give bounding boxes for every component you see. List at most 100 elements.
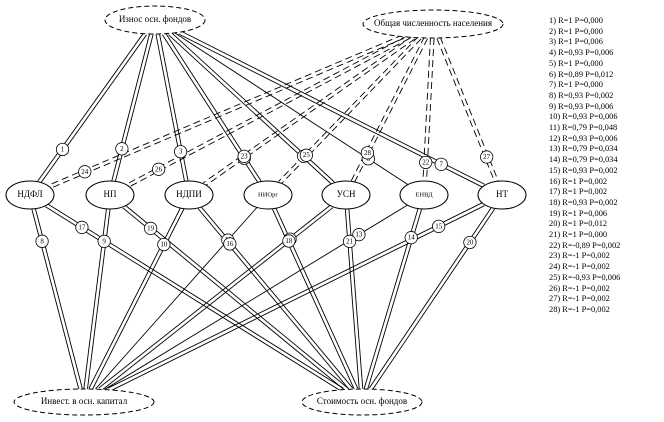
edge-label-number: 20 bbox=[466, 238, 474, 246]
edge-2 bbox=[111, 33, 154, 182]
edge-20-line-a bbox=[368, 206, 493, 389]
edge-label-number: 18 bbox=[285, 237, 293, 245]
edge-label-circle bbox=[342, 234, 357, 248]
edge-label-number: 2 bbox=[120, 145, 124, 153]
edge-label-19: 19 bbox=[144, 221, 158, 235]
edge-label-circle bbox=[152, 162, 166, 176]
edge-16-line-b bbox=[200, 206, 354, 389]
edge-label-number: 14 bbox=[408, 234, 416, 242]
edge-16-line-a bbox=[197, 208, 351, 391]
edge-label-circle bbox=[115, 142, 129, 156]
edge-10-line-a bbox=[88, 207, 181, 389]
edge-27-line-b bbox=[439, 37, 499, 181]
edge-label-7: 7 bbox=[434, 157, 448, 171]
edge-label-number: 16 bbox=[226, 240, 234, 248]
edge-label-number: 15 bbox=[435, 222, 443, 230]
edge-2-line-b bbox=[114, 34, 154, 182]
edge-3 bbox=[155, 33, 189, 182]
edge-label-25: 25 bbox=[299, 148, 313, 162]
edge-label-circle bbox=[237, 149, 251, 163]
edge-label-28: 28 bbox=[360, 146, 375, 160]
edge-22-line-a bbox=[422, 37, 431, 181]
edge-label-circle bbox=[432, 219, 446, 233]
edge-22-line-b bbox=[426, 38, 435, 182]
edge-label-16: 16 bbox=[223, 237, 237, 251]
edge-12-line-b bbox=[100, 207, 334, 392]
edge-27 bbox=[436, 37, 499, 183]
edge-labels-layer: 1234567891011121314151617181920212223242… bbox=[35, 142, 494, 252]
legend-row: 17) R=1 P=0,002 bbox=[549, 187, 608, 197]
edge-24-line-b bbox=[49, 37, 405, 189]
edge-label-15: 15 bbox=[432, 219, 446, 233]
edge-5-line-a bbox=[168, 34, 333, 185]
edge-label-number: 19 bbox=[147, 224, 155, 232]
node-nioprg-label: НИОрг bbox=[258, 191, 278, 198]
edge-1-line-b bbox=[40, 34, 148, 184]
edge-label-number: 17 bbox=[78, 223, 86, 231]
legend-row: 5) R=1 P=0,000 bbox=[549, 58, 603, 68]
edge-label-circle bbox=[144, 221, 158, 235]
edge-label-circle bbox=[419, 155, 433, 170]
edge-19-line-a bbox=[122, 207, 346, 392]
edge-10-line-b bbox=[91, 209, 185, 391]
edge-label-13: 13 bbox=[352, 228, 366, 242]
edge-label-circle bbox=[78, 165, 92, 179]
legend-row: 25) R=-0,93 P=0,006 bbox=[549, 272, 621, 282]
edge-7-line-b bbox=[179, 30, 485, 185]
edge-label-2: 2 bbox=[115, 142, 129, 156]
edge-label-8: 8 bbox=[35, 234, 49, 248]
node-nt: НТ bbox=[477, 180, 527, 210]
legend-row: 27) R=-1 P=0,002 bbox=[549, 294, 610, 304]
node-np: НП bbox=[85, 180, 135, 210]
edge-label-number: 9 bbox=[102, 237, 106, 245]
edge-23-line-b bbox=[205, 38, 416, 187]
edge-label-24: 24 bbox=[78, 165, 92, 179]
edge-17-line-a bbox=[45, 206, 342, 392]
edge-24-line-a bbox=[48, 34, 403, 186]
node-ndpi-label: НДПИ bbox=[176, 189, 202, 199]
legend-row: 18) R=0,93 P=0,002 bbox=[549, 197, 618, 207]
edge-label-number: 23 bbox=[241, 152, 249, 160]
node-iznos: Износ осн. фондов bbox=[104, 5, 206, 35]
legend-row: 15) R=0,93 P=0,002 bbox=[549, 165, 618, 175]
node-naselenie: Общая численность населения bbox=[362, 9, 504, 39]
legend-row: 6) R=0,89 P=0,012 bbox=[549, 69, 614, 79]
edge-19 bbox=[122, 204, 349, 392]
legend-row: 19) R=1 P=0,006 bbox=[549, 208, 608, 218]
legend-row: 13) R=0,79 P=0,034 bbox=[549, 144, 618, 154]
edge-label-number: 25 bbox=[303, 151, 311, 159]
legend-row: 7) R=1 P=0,000 bbox=[549, 80, 603, 90]
edge-24 bbox=[48, 34, 405, 189]
edge-label-circle bbox=[404, 231, 418, 245]
legend-row: 4) R=0,93 P=0,006 bbox=[549, 48, 614, 58]
node-ndfl-label: НДФЛ bbox=[17, 189, 42, 199]
edge-12-line-a bbox=[98, 204, 331, 389]
legend-row: 21) R=1 P=0,000 bbox=[549, 230, 608, 240]
node-usn-label: УСН bbox=[337, 189, 356, 199]
legend-row: 8) R=0,93 P=0,002 bbox=[549, 90, 614, 100]
node-nioprg: НИОрг bbox=[243, 180, 293, 210]
legend-row: 1) R=1 P=0,000 bbox=[549, 16, 603, 25]
edge-label-circle bbox=[223, 237, 237, 251]
legend-row: 20) R=1 P=0,012 bbox=[549, 219, 608, 229]
legend-row: 12) R=0,93 P=0,006 bbox=[549, 133, 618, 143]
edge-label-number: 22 bbox=[422, 158, 430, 166]
node-naselenie-label: Общая численность населения bbox=[374, 18, 492, 28]
edge-25 bbox=[278, 36, 422, 185]
nodes-layer: Износ осн. фондов Общая численность насе… bbox=[5, 5, 527, 416]
edge-26-line-a bbox=[126, 35, 408, 185]
edge-15-line-b bbox=[109, 205, 485, 392]
edge-label-9: 9 bbox=[97, 234, 111, 248]
edge-label-23: 23 bbox=[237, 149, 251, 163]
edge-label-14: 14 bbox=[404, 231, 418, 245]
node-stoimost-label: Стоимость осн. фондов bbox=[317, 396, 407, 406]
edges-layer bbox=[31, 30, 499, 392]
edge-label-number: 13 bbox=[355, 231, 363, 239]
edge-label-3: 3 bbox=[173, 145, 188, 159]
edge-label-20: 20 bbox=[463, 235, 477, 250]
edge-1-line-a bbox=[37, 32, 145, 182]
edge-label-circle bbox=[75, 220, 89, 234]
node-invest-label: Инвест. в осн. капитал bbox=[41, 396, 128, 406]
edge-label-circle bbox=[157, 237, 171, 252]
edge-label-number: 8 bbox=[40, 237, 44, 245]
